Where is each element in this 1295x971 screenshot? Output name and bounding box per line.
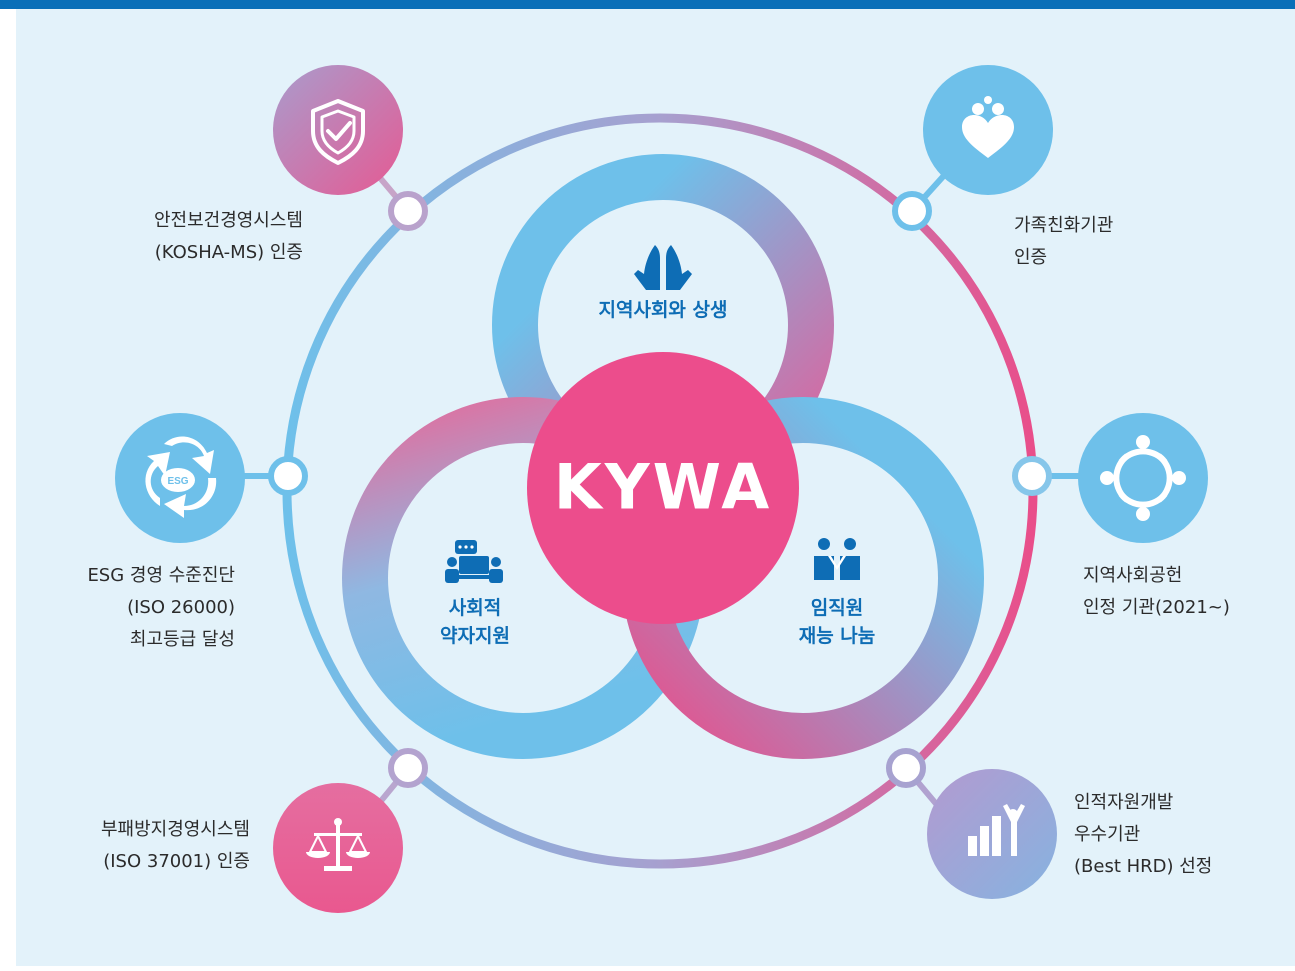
cert-label-esg: ESG 경영 수준진단 (ISO 26000) 최고등급 달성 xyxy=(87,560,235,656)
cert-label-line: 안전보건경영시스템 xyxy=(153,210,303,231)
cert-label-line: 최고등급 달성 xyxy=(129,629,235,650)
two-people-icon xyxy=(814,538,860,580)
center-label-right-line2: 재능 나눔 xyxy=(798,625,876,647)
cert-label-line: ESG 경영 수준진단 xyxy=(87,565,235,586)
cert-label-family: 가족친화기관 인증 xyxy=(1014,210,1113,274)
community-circle xyxy=(1078,413,1208,543)
family-heart-icon xyxy=(962,96,1014,158)
cert-label-community: 지역사회공헌 인정 기관(2021~) xyxy=(1083,560,1230,624)
ring-node-esg xyxy=(268,456,308,496)
community-network-icon xyxy=(1100,435,1186,521)
cert-label-line: 우수기관 xyxy=(1074,824,1141,845)
cert-label-line: 가족친화기관 xyxy=(1014,215,1114,236)
cert-label-line: 인적자원개발 xyxy=(1074,792,1174,813)
center-label-top-line1: 지역사회와 상생 xyxy=(598,299,728,321)
ring-node-shield xyxy=(388,191,428,231)
cert-label-line: (KOSHA-MS) 인증 xyxy=(154,242,303,263)
center-label-left-line1: 사회적 xyxy=(448,597,502,619)
center-label-right-line1: 임직원 xyxy=(810,597,864,619)
scales-icon xyxy=(306,818,370,871)
praying-hands-icon xyxy=(634,245,692,290)
top-bar xyxy=(0,0,1295,9)
center-label-top: 지역사회와 상생 xyxy=(599,296,728,324)
center-disc xyxy=(527,352,799,624)
people-meeting-icon xyxy=(445,540,503,583)
cert-label-iso37001: 부패방지경영시스템 (ISO 37001) 인증 xyxy=(101,814,250,878)
center-label-right: 임직원 재능 나눔 xyxy=(799,594,876,650)
ring-node-family xyxy=(892,191,932,231)
center-label-left: 사회적 약자지원 xyxy=(440,594,510,650)
cert-label-line: (Best HRD) 선정 xyxy=(1074,856,1213,877)
cert-label-line: 부패방지경영시스템 xyxy=(100,819,250,840)
cert-label-line: 인증 xyxy=(1014,247,1048,268)
ring-node-community xyxy=(1012,456,1052,496)
brand-logo: KYWA xyxy=(553,450,773,524)
cert-label-line: (ISO 26000) xyxy=(127,597,235,618)
shield-check-icon xyxy=(311,99,365,165)
cert-label-line: 인정 기관(2021~) xyxy=(1083,597,1230,618)
ring-node-growth xyxy=(886,748,926,788)
esg-recycle-icon: ESG xyxy=(145,436,217,518)
center-label-left-line2: 약자지원 xyxy=(440,625,510,647)
cert-label-line: (ISO 37001) 인증 xyxy=(103,851,250,872)
cert-label-best-hrd: 인적자원개발 우수기관 (Best HRD) 선정 xyxy=(1074,787,1212,883)
cert-label-line: 지역사회공헌 xyxy=(1083,565,1183,586)
svg-text:ESG: ESG xyxy=(167,476,188,487)
shield-circle xyxy=(273,65,403,195)
ring-node-scales xyxy=(388,748,428,788)
cert-label-kosha: 안전보건경영시스템 (KOSHA-MS) 인증 xyxy=(154,205,303,269)
growth-person-icon xyxy=(968,804,1025,856)
